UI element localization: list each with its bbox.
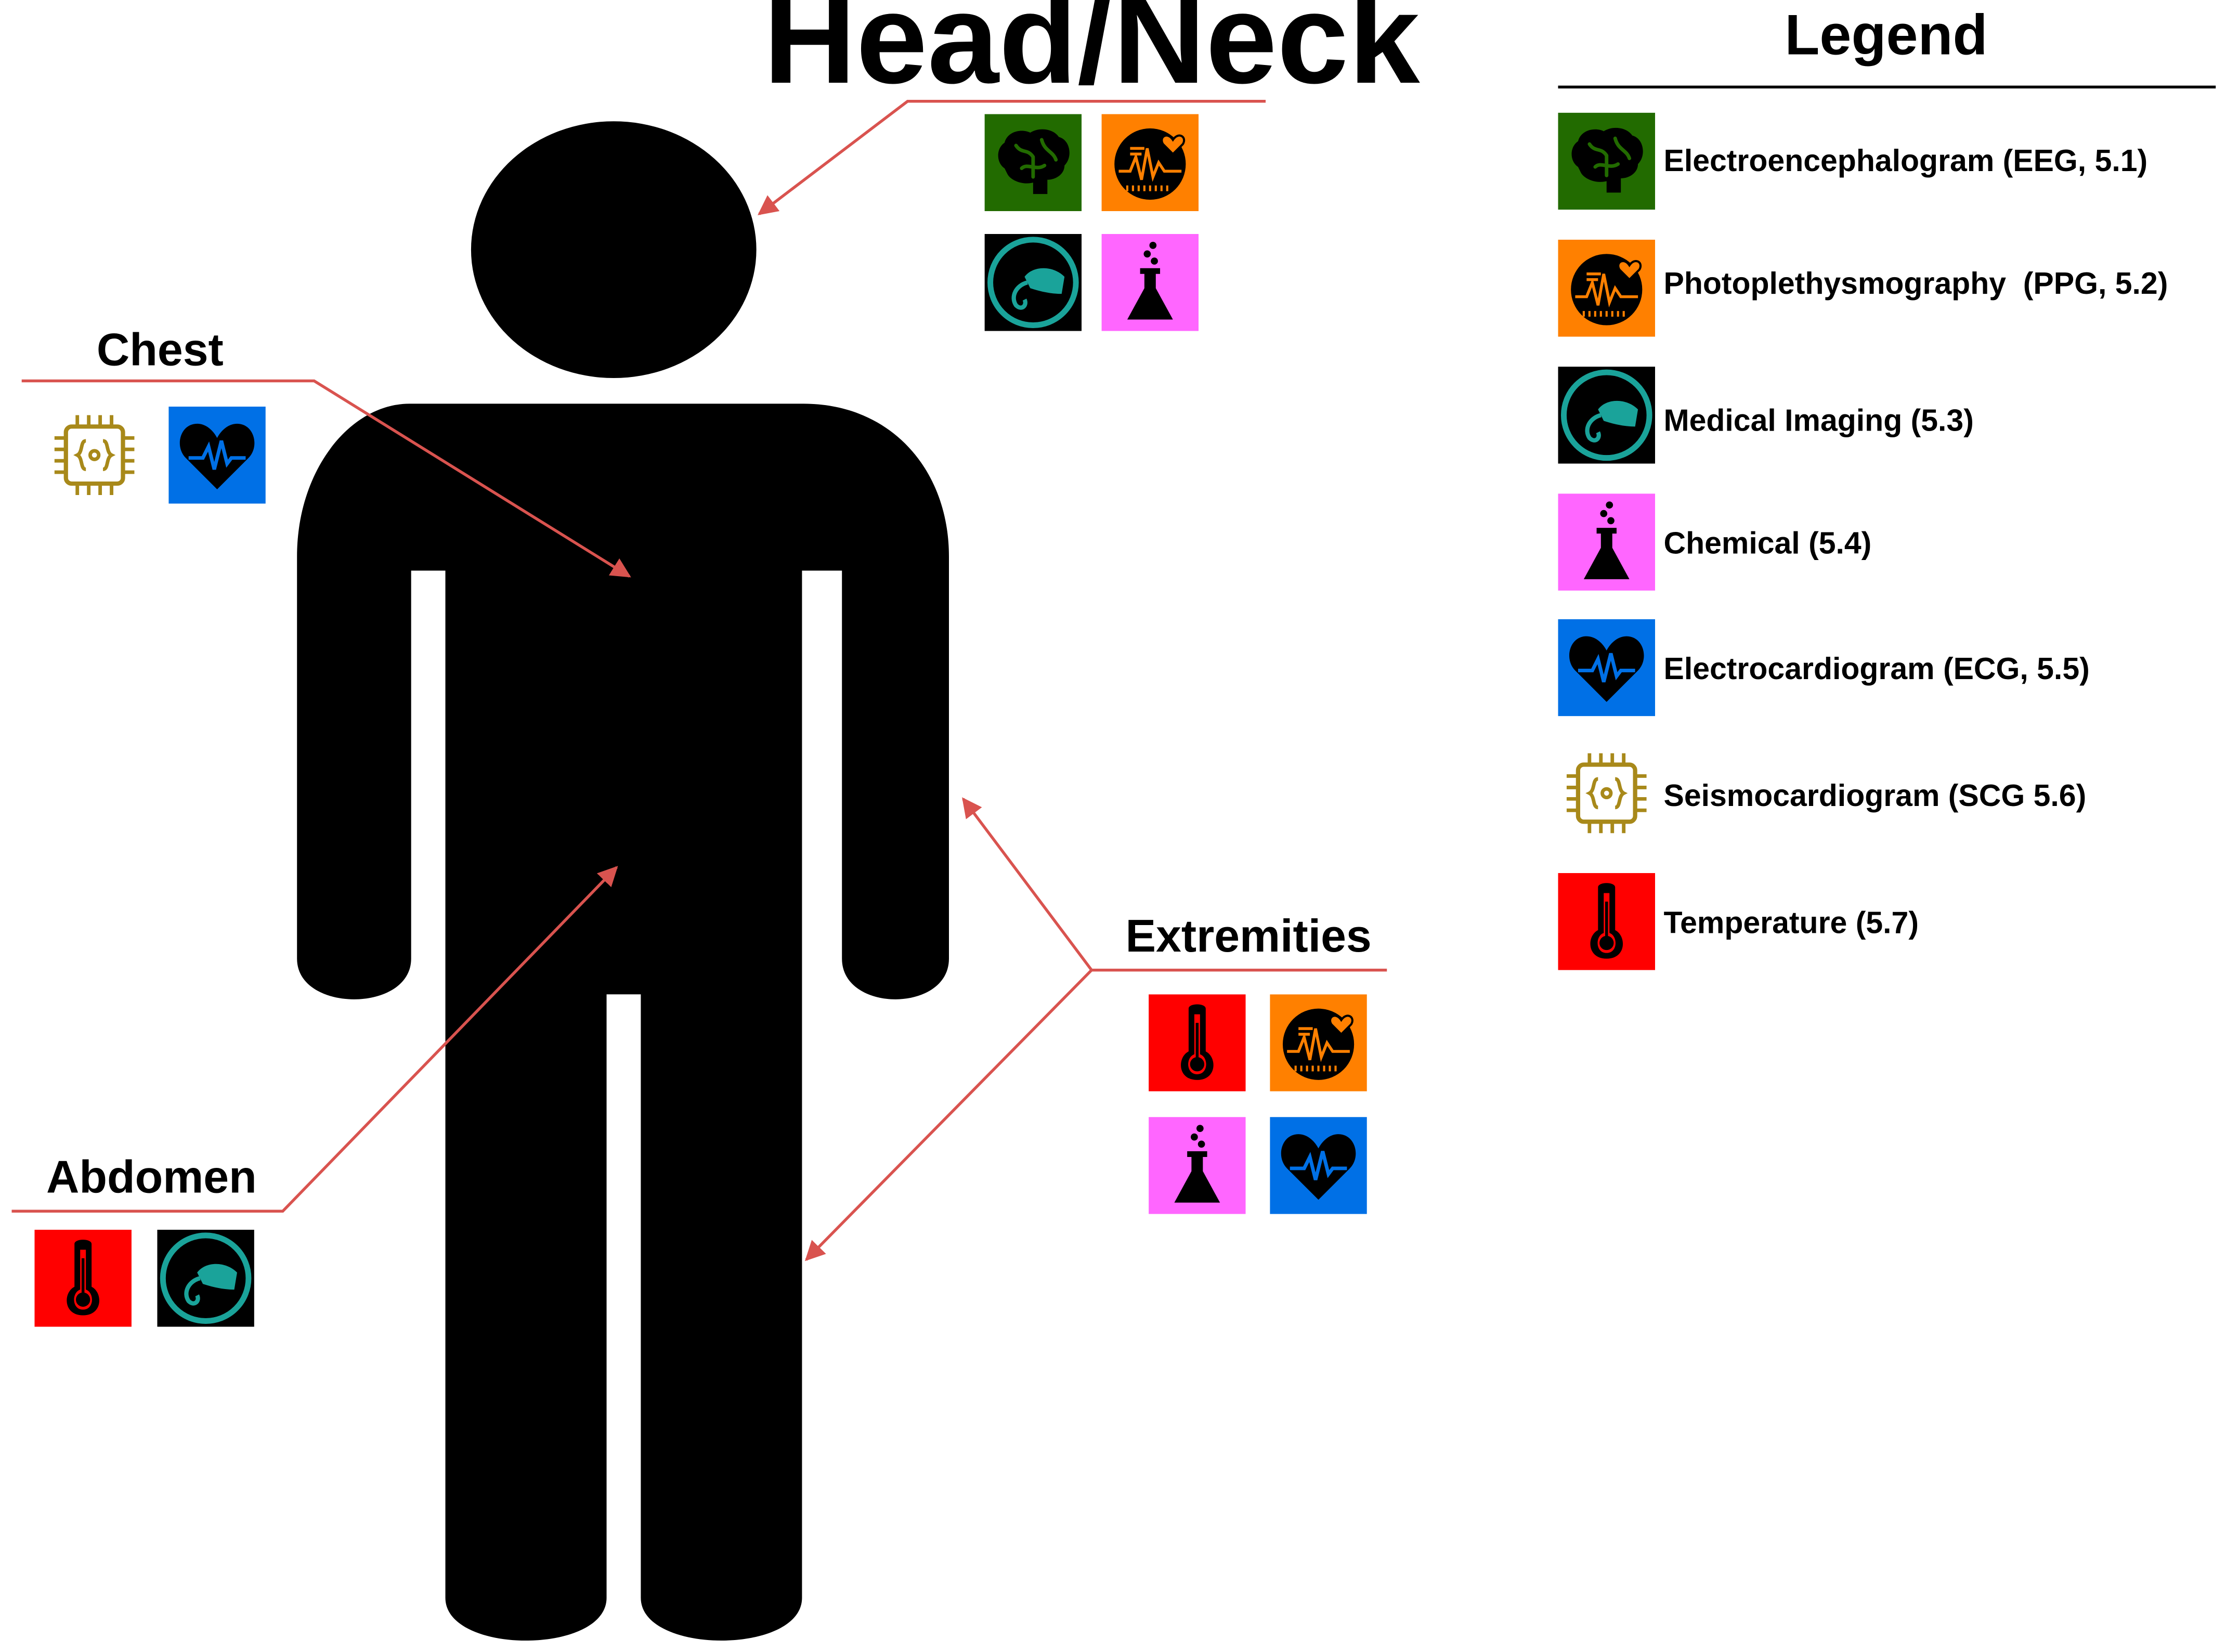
legend-item-label: Seismocardiogram (SCG 5.6): [1664, 779, 2087, 813]
region-label-abdomen: Abdomen: [46, 1152, 257, 1203]
figure-body: [297, 404, 949, 1641]
pulse-meter-icon: [1558, 240, 1655, 337]
legend-item-label: Electrocardiogram (ECG, 5.5): [1664, 652, 2090, 686]
extremities-connector-leg: [804, 969, 1093, 1261]
legend-item-label: Medical Imaging (5.3): [1664, 404, 1974, 438]
region-extremities: Extremities: [1125, 910, 1372, 1214]
region-chest: Chest: [46, 324, 266, 503]
heart-ecg-icon: [1558, 619, 1655, 717]
pulse-meter-icon: [1270, 994, 1367, 1091]
chip-icon: [1558, 745, 1655, 842]
heart-ecg-icon: [1270, 1117, 1367, 1214]
flask-icon: [1149, 1117, 1246, 1214]
figure-head: [471, 121, 757, 379]
ultrasound-icon: [985, 234, 1082, 331]
legend-item-label: Electroencephalogram (EEG, 5.1): [1664, 144, 2148, 178]
connector-lines: [11, 100, 1387, 1261]
legend-item-label: Chemical (5.4): [1664, 526, 1872, 560]
flask-icon: [1101, 233, 1199, 331]
pulse-meter-icon: [1102, 114, 1199, 211]
thermometer-icon: [1558, 873, 1656, 970]
brain-icon: [985, 114, 1082, 211]
region-label-extremities: Extremities: [1125, 910, 1371, 961]
thermometer-icon: [1149, 994, 1246, 1091]
thermometer-icon: [34, 1229, 132, 1327]
head-connector: [758, 100, 1266, 215]
ultrasound-icon: [157, 1230, 254, 1327]
heart-ecg-icon: [168, 407, 266, 504]
chest-connector: [21, 379, 631, 578]
region-label-head-neck: Head/Neck: [763, 0, 1420, 110]
legend-item-label: Photoplethysmography (PPG, 5.2): [1664, 267, 2168, 301]
region-abdomen: Abdomen: [34, 1152, 257, 1327]
flask-icon: [1558, 493, 1656, 591]
legend: Legend Electroencephalogram (EEG, 5.1) P…: [1558, 3, 2216, 970]
legend-title: Legend: [1785, 3, 1987, 67]
region-label-chest: Chest: [97, 324, 224, 375]
abdomen-connector: [11, 866, 618, 1213]
human-figure: [297, 121, 949, 1641]
brain-icon: [1558, 113, 1655, 210]
ultrasound-icon: [1558, 367, 1655, 464]
chip-icon: [46, 407, 143, 504]
legend-item-label: Temperature (5.7): [1664, 906, 1919, 940]
region-head-neck: Head/Neck: [763, 0, 1420, 331]
